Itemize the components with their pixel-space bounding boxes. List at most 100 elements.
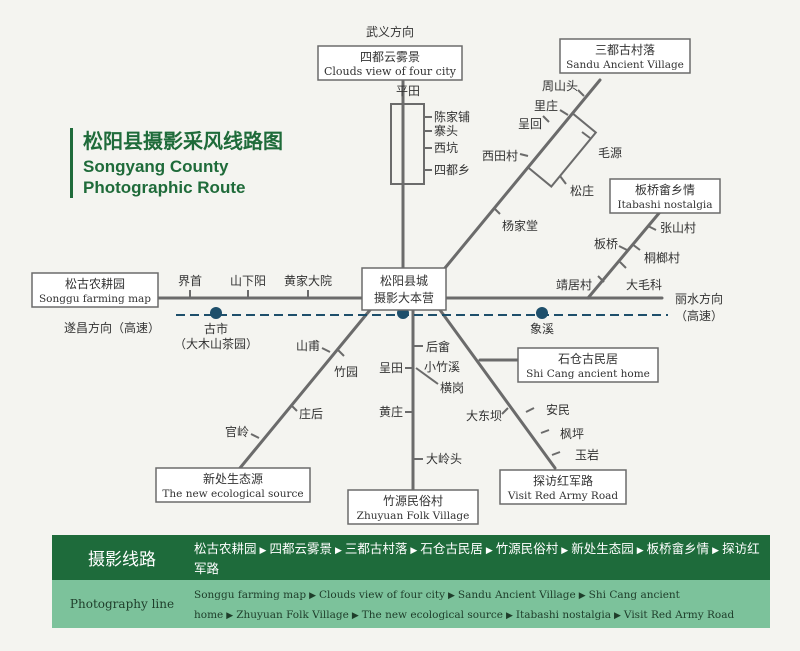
village-huangjiadayuan: 黄家大院 [284, 273, 332, 288]
route-arrow-icon: ▶ [448, 591, 455, 601]
scenic-itabashi-en: Itabashi nostalgia [617, 199, 712, 211]
direction-lishui-2: （高速） [675, 308, 723, 323]
scenic-ecological-cn: 新处生态源 [203, 471, 263, 486]
legend-en-routes: Songgu farming map▶Clouds view of four c… [194, 586, 764, 626]
legend-route-item: 四都云雾景 [269, 541, 332, 556]
route-arrow-icon: ▶ [561, 546, 569, 556]
legend-route-item: The new ecological source [361, 609, 503, 621]
legend-route-item: 新处生态园 [571, 541, 634, 556]
route-arrow-icon: ▶ [259, 546, 267, 556]
legend-en-label: Photography line [69, 597, 175, 611]
scenic-box-redarmy[interactable]: 探访红军路 Visit Red Army Road [499, 469, 627, 505]
legend-route-item: Shi Cang ancient home [194, 589, 680, 621]
scenic-songgu-en: Songgu farming map [39, 293, 151, 305]
scenic-zhuyuan-en: Zhuyuan Folk Village [357, 510, 470, 522]
village-lizhuang: 里庄 [534, 98, 558, 113]
village-chenjiapu: 陈家铺 [434, 109, 470, 124]
village-zhangshancun: 张山村 [660, 221, 696, 235]
center-line2: 摄影大本营 [374, 290, 434, 305]
legend-en-row: Photography line Songgu farming map▶Clou… [52, 580, 770, 628]
village-dalingtou: 大岭头 [426, 452, 462, 466]
direction-wuyi: 武义方向 [366, 24, 414, 39]
legend-route-item: 松古农耕园 [194, 541, 257, 556]
sandu-route [443, 78, 602, 270]
scenic-sandu-cn: 三都古村落 [595, 42, 655, 57]
scenic-shicang-cn: 石仓古民居 [558, 351, 618, 366]
scenic-clouds-en: Clouds view of four city [324, 65, 457, 78]
southwest-route [238, 308, 372, 470]
route-arrow-icon: ▶ [226, 611, 234, 621]
village-chengtian: 呈田 [379, 361, 403, 375]
route-arrow-icon: ▶ [505, 611, 513, 621]
route-arrow-icon: ▶ [410, 546, 418, 556]
legend-route-item: 探访红军路 [194, 541, 760, 576]
village-zhoushantou: 周山头 [542, 79, 578, 93]
village-yangjiatang: 杨家堂 [502, 218, 538, 233]
village-songzhuang: 松庄 [570, 183, 594, 198]
route-map: 四都云雾景 Clouds view of four city 三都古村落 San… [31, 24, 723, 525]
route-arrow-icon: ▶ [334, 546, 342, 556]
scenic-itabashi-cn: 板桥畲乡情 [635, 182, 695, 197]
scenic-songgu-cn: 松古农耕园 [65, 276, 125, 291]
station-gushi-2: （大木山茶园） [174, 336, 258, 351]
village-shanxiayang: 山下阳 [230, 274, 266, 288]
scenic-shicang-en: Shi Cang ancient home [526, 368, 650, 380]
scenic-box-songgu[interactable]: 松古农耕园 Songgu farming map [31, 272, 159, 308]
center-line1: 松阳县城 [380, 274, 428, 288]
scenic-redarmy-cn: 探访红军路 [533, 473, 593, 488]
scenic-sandu-en: Sandu Ancient Village [566, 59, 684, 71]
pingtian-branch-box [390, 103, 425, 185]
village-xikeng: 西坑 [434, 140, 458, 155]
legend-route-item: Sandu Ancient Village [457, 589, 576, 601]
scenic-box-itabashi[interactable]: 板桥畲乡情 Itabashi nostalgia [609, 178, 721, 214]
direction-lishui-1: 丽水方向 [675, 291, 723, 306]
village-dadongba: 大东坝 [466, 409, 502, 423]
village-zhaitou: 寨头 [434, 123, 458, 138]
henggang-branch [415, 367, 439, 385]
village-shanpu: 山甫 [296, 339, 320, 353]
route-arrow-icon: ▶ [309, 591, 316, 601]
village-pingtian: 平田 [396, 84, 420, 98]
village-damaoke: 大毛科 [626, 278, 662, 292]
legend-route-item: 三都古村落 [344, 541, 408, 556]
village-zhuanghou: 庄后 [299, 406, 323, 421]
direction-suichang: 遂昌方向（高速） [64, 320, 160, 335]
legend-route-item: Visit Red Army Road [623, 609, 735, 621]
route-arrow-icon: ▶ [614, 611, 621, 621]
village-siduxiang: 四都乡 [434, 163, 470, 177]
scenic-box-ecological[interactable]: 新处生态源 The new ecological source [155, 467, 311, 503]
scenic-zhuyuan-cn: 竹源民俗村 [383, 494, 443, 508]
gushi-station-dot[interactable] [210, 307, 222, 319]
station-xiangxi: 象溪 [530, 322, 554, 336]
route-arrow-icon: ▶ [351, 611, 359, 621]
route-arrow-icon: ▶ [712, 546, 720, 556]
legend-cn-row: 摄影线路 松古农耕园▶四都云雾景▶三都古村落▶石仓古民居▶竹源民俗村▶新处生态园… [52, 535, 770, 580]
village-xiaozhuxi: 小竹溪 [424, 360, 460, 374]
scenic-box-clouds[interactable]: 四都云雾景 Clouds view of four city [317, 45, 463, 81]
legend-cn-label: 摄影线路 [88, 550, 156, 570]
scenic-box-zhuyuan[interactable]: 竹源民俗村 Zhuyuan Folk Village [347, 489, 479, 525]
route-arrow-icon: ▶ [636, 546, 644, 556]
scenic-box-sandu[interactable]: 三都古村落 Sandu Ancient Village [559, 38, 691, 74]
title-cn: 松阳县摄影采风线路图 [83, 129, 283, 153]
title-en-line1: Songyang County [83, 157, 229, 176]
scenic-box-center[interactable]: 松阳县城 摄影大本营 [361, 267, 447, 311]
legend-route-item: Zhuyuan Folk Village [236, 609, 349, 621]
legend-route-item: Itabashi nostalgia [515, 609, 611, 621]
sandu-branch-box [526, 112, 598, 188]
station-gushi-1: 古市 [204, 321, 228, 336]
village-guanling: 官岭 [225, 424, 249, 439]
scenic-box-shicang[interactable]: 石仓古民居 Shi Cang ancient home [517, 347, 659, 383]
village-jingjucun: 靖居村 [556, 278, 592, 292]
xiangxi-station-dot[interactable] [536, 307, 548, 319]
village-anmin: 安民 [546, 402, 570, 417]
legend-route-item: 石仓古民居 [420, 541, 483, 556]
legend-route-item: 板桥畲乡情 [646, 541, 710, 556]
village-tongxiangcun: 桐榔村 [644, 251, 680, 265]
legend-route-item: Clouds view of four city [318, 589, 445, 601]
village-yuyan: 玉岩 [575, 447, 599, 462]
title-en-line2: Photographic Route [83, 178, 246, 197]
village-houshe: 后畲 [426, 339, 450, 354]
village-henggang: 横岗 [440, 381, 464, 395]
village-huangzhuang: 黄庄 [379, 404, 403, 419]
